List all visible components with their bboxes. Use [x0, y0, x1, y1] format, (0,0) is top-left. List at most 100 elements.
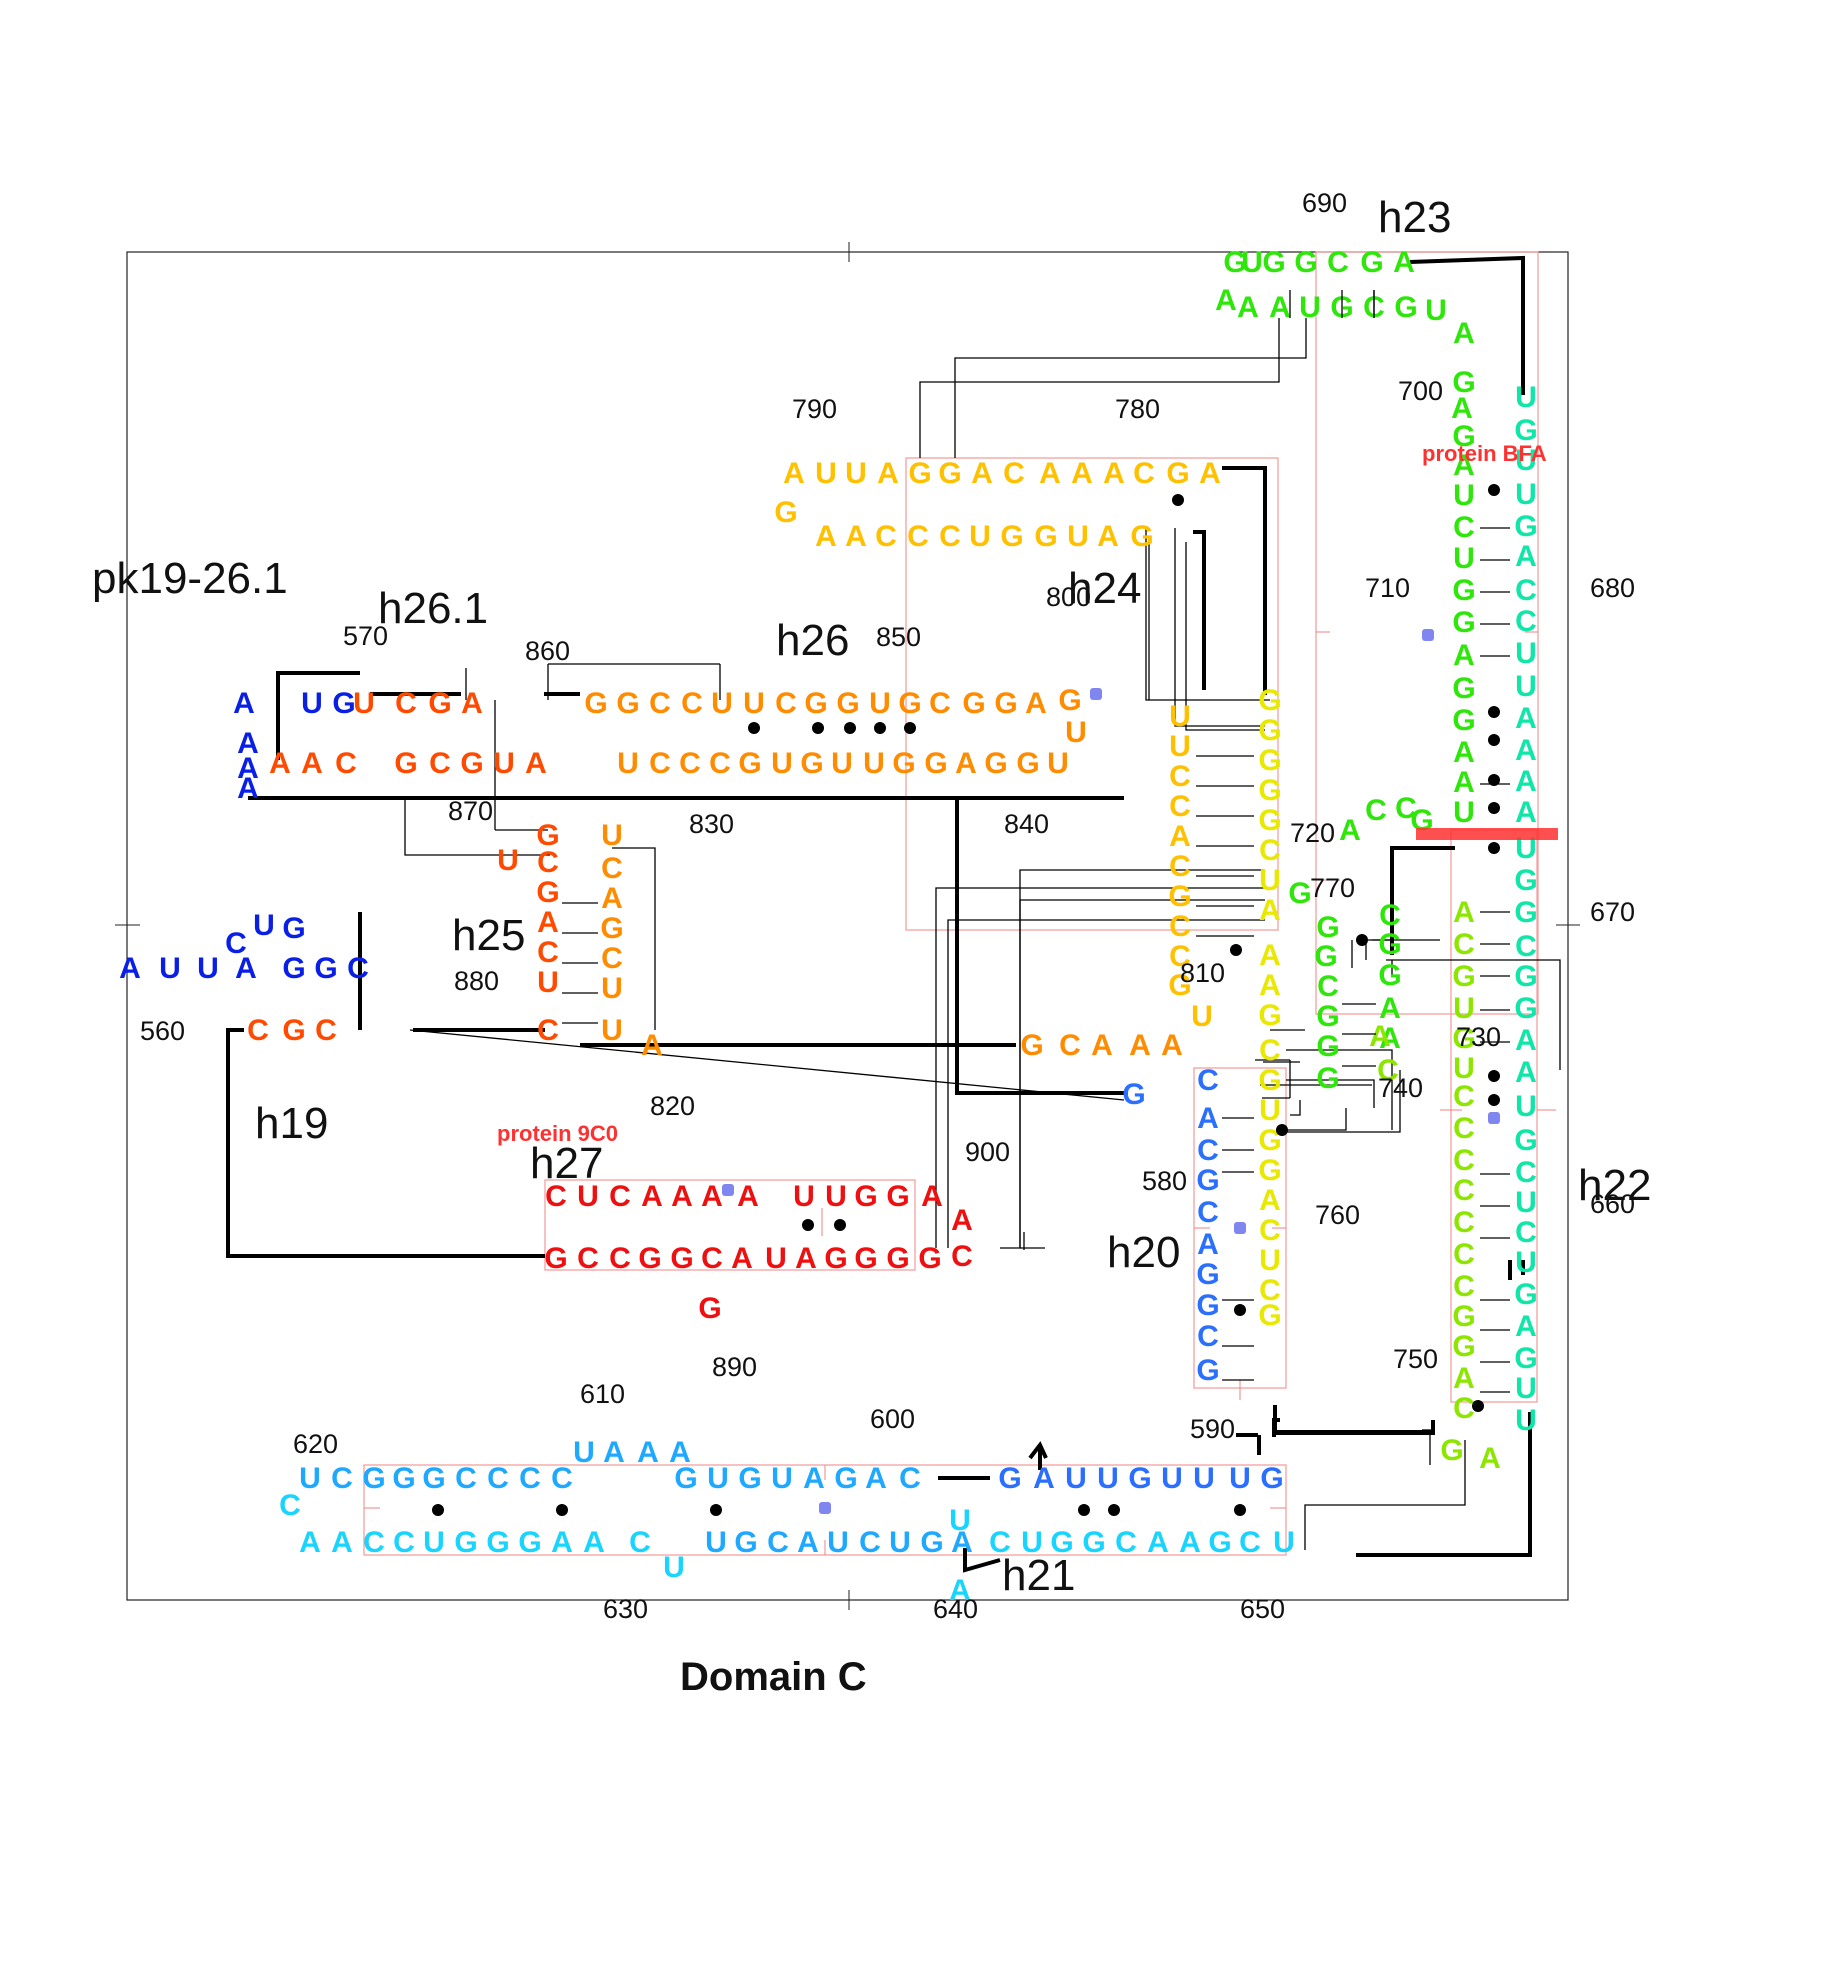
nucleotide-sky-8: C: [551, 1462, 573, 1495]
nucleotide-sky-26: C: [859, 1526, 881, 1559]
pair-dot-21: [1108, 1504, 1120, 1516]
nucleotide-orange-12: G: [962, 687, 985, 720]
nucleotide-orange_red-19: C: [537, 1014, 559, 1047]
nucleotide-teal-4: G: [1514, 510, 1537, 543]
nucleotide-orange-32: U: [601, 819, 623, 852]
helix-label-h27: h27: [530, 1139, 603, 1188]
nucleotide-red-18: A: [795, 1242, 817, 1275]
nucleotide-green-4: C: [1327, 246, 1349, 279]
nucleotide-amber-7: C: [1003, 457, 1025, 490]
protein-label-9c0: protein 9C0: [497, 1121, 618, 1146]
nucleotide-sky-16: U: [771, 1462, 793, 1495]
nucleotide-green-21: C: [1453, 511, 1475, 544]
nucleotide-cyan-3: C: [363, 1526, 385, 1559]
nucleotide-yellow-18: U: [1259, 1244, 1281, 1277]
nucleotide-green-36: G: [1316, 911, 1339, 944]
nucleotide-cyan-8: G: [518, 1526, 541, 1559]
nucleotide-orange-21: G: [924, 747, 947, 780]
nucleotide-green-3: G: [1294, 246, 1317, 279]
nucleotide-green-5: G: [1360, 246, 1383, 279]
nucleotide-cyan-4: C: [393, 1526, 415, 1559]
nucleotide-blue-3: A: [237, 727, 259, 760]
nucleotide-cyan-11: C: [629, 1526, 651, 1559]
nucleotide-cyan-15: U: [1021, 1526, 1043, 1559]
pair-dot-3: [874, 722, 886, 734]
nucleotide-cyan-7: G: [486, 1526, 509, 1559]
nucleotide-yellow-4: G: [1258, 804, 1281, 837]
nucleotide-blue-5: A: [237, 772, 259, 805]
position-number-660: 660: [1590, 1189, 1635, 1219]
nucleotide-lime-18: G: [1452, 960, 1475, 993]
nucleotide-teal-28: G: [1514, 1278, 1537, 1311]
nucleotide-orange-44: A: [1161, 1029, 1183, 1062]
position-number-800: 800: [1046, 582, 1091, 612]
nucleotide-green-18: G: [1452, 420, 1475, 453]
nucleotide-teal-32: U: [1515, 1404, 1537, 1437]
position-number-780: 780: [1115, 394, 1160, 424]
nucleotide-amber-29: C: [1169, 790, 1191, 823]
nucleotide-mid_blue-9: G: [1122, 1078, 1145, 1111]
helix-label-h21: h21: [1002, 1551, 1075, 1600]
position-number-620: 620: [293, 1429, 338, 1459]
position-number-850: 850: [876, 622, 921, 652]
pair-dot-18: [556, 1504, 568, 1516]
position-number-590: 590: [1190, 1414, 1235, 1444]
nucleotide-red-14: G: [918, 1242, 941, 1275]
nucleotide-amber-36: U: [1191, 1000, 1213, 1033]
nucleotide-orange_red-1: C: [395, 687, 417, 720]
nucleotide-orange-7: G: [804, 687, 827, 720]
nucleotide-sky-10: A: [603, 1436, 625, 1469]
nucleotide-lime-5: C: [1453, 1206, 1475, 1239]
nucleotide-yellow-2: G: [1258, 744, 1281, 777]
nucleotide-blue-3: A: [235, 952, 257, 985]
nucleotide-blue-1: U: [301, 687, 323, 720]
nucleotide-teal-8: U: [1515, 637, 1537, 670]
position-number-750: 750: [1393, 1344, 1438, 1374]
nucleotide-amber-6: A: [971, 457, 993, 490]
nucleotide-green-39: G: [1316, 1000, 1339, 1033]
nucleotide-amber-15: A: [815, 520, 837, 553]
nucleotide-green-6: A: [1393, 246, 1415, 279]
nucleotide-yellow-6: U: [1259, 864, 1281, 897]
nucleotide-green-9: A: [1269, 291, 1291, 324]
nucleotide-orange-3: C: [681, 687, 703, 720]
nucleotide-lime-4: C: [1453, 1174, 1475, 1207]
nucleotide-teal-9: U: [1515, 670, 1537, 703]
pair-dot-20: [1078, 1504, 1090, 1516]
nucleotide-teal-12: A: [1515, 765, 1537, 798]
pair-dot-5: [1172, 494, 1184, 506]
nucleotide-amber-11: C: [1133, 457, 1155, 490]
nucleotide-orange_red-20: C: [247, 1014, 269, 1047]
nucleotide-yellow-15: G: [1258, 1154, 1281, 1187]
nucleotide-orange-34: A: [601, 882, 623, 915]
nucleotide-amber-16: A: [845, 520, 867, 553]
nucleotide-mid_blue-8: G: [1260, 1462, 1283, 1495]
nucleotide-orange_red-15: G: [536, 876, 559, 909]
nucleotide-mid_blue-2: U: [1065, 1462, 1087, 1495]
nucleotide-orange-40: G: [1020, 1029, 1043, 1062]
nucleotide-orange_red-17: C: [537, 936, 559, 969]
pair-dot-12: [1488, 1070, 1500, 1082]
nucleotide-cyan-13: U: [949, 1504, 971, 1537]
nucleotide-green-43: G: [1378, 928, 1401, 961]
nucleotide-teal-16: G: [1514, 896, 1537, 929]
nucleotide-green-7: A: [1215, 284, 1237, 317]
diagram-title: Domain C: [680, 1655, 867, 1699]
nucleotide-red-4: A: [671, 1180, 693, 1213]
nucleotide-cyan-18: C: [1115, 1526, 1137, 1559]
pair-dot-10: [1488, 802, 1500, 814]
nucleotide-green-16: G: [1452, 366, 1475, 399]
nucleotide-amber-25: G: [1130, 520, 1153, 553]
nucleotide-yellow-1: G: [1258, 714, 1281, 747]
nucleotide-yellow-10: G: [1258, 999, 1281, 1032]
nucleotide-green-38: C: [1317, 970, 1339, 1003]
nucleotide-sky-11: A: [637, 1436, 659, 1469]
nucleotide-sky-22: G: [734, 1526, 757, 1559]
nucleotide-lime-17: U: [1453, 992, 1475, 1025]
base-pair-symbols: [432, 290, 1510, 1516]
nucleotide-lime-10: A: [1453, 1362, 1475, 1395]
nucleotide-orange_red-18: U: [537, 966, 559, 999]
nucleotide-orange_red-8: C: [429, 747, 451, 780]
nucleotide-orange-38: U: [601, 1014, 623, 1047]
backbone-thick: [226, 255, 1532, 1573]
